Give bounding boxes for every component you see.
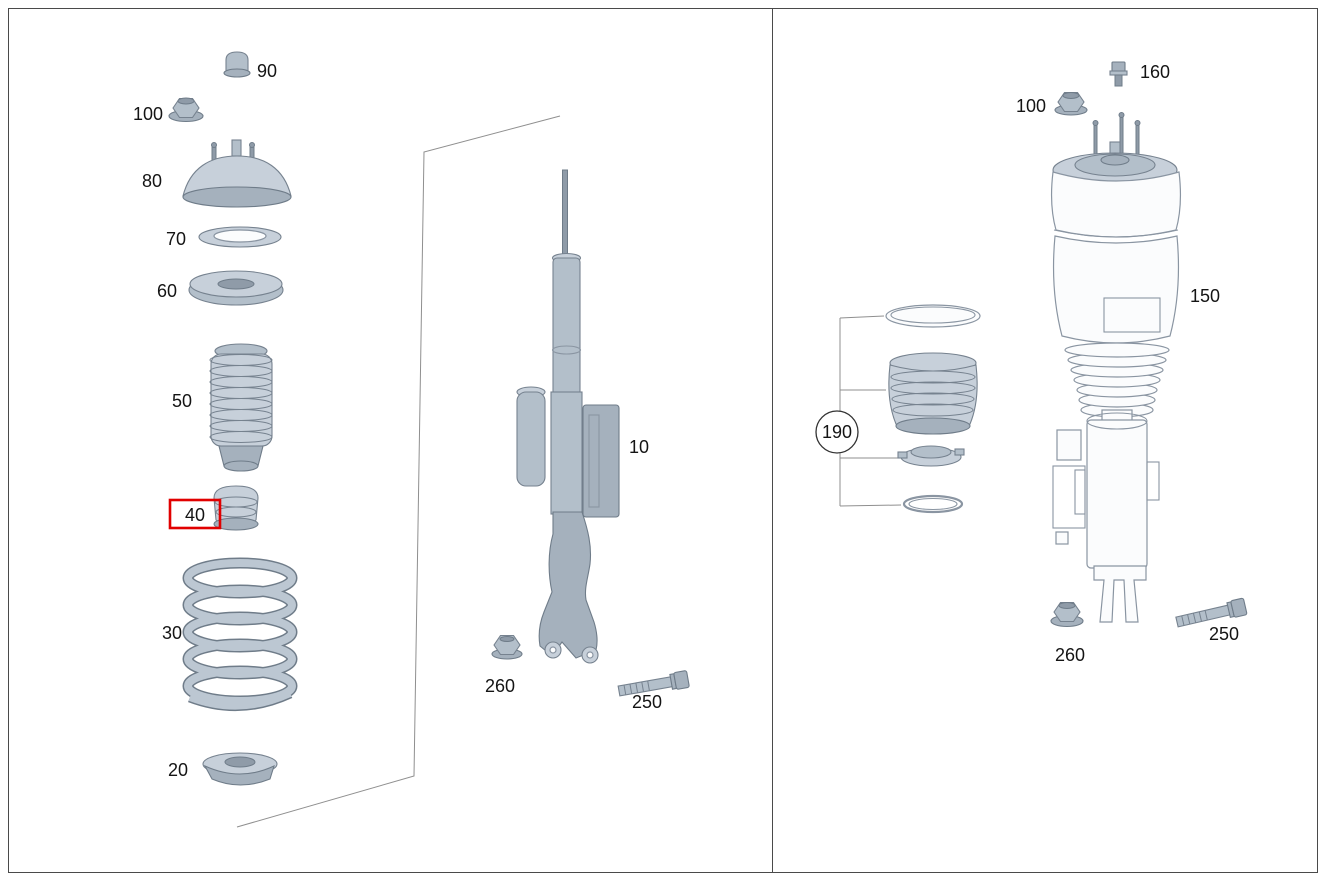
part-callout-90[interactable]: 90 <box>257 61 277 81</box>
part-250-left-bolt-drawing <box>617 670 690 697</box>
part-260-left-nut-drawing <box>491 634 523 660</box>
part-callout-150[interactable]: 150 <box>1190 286 1220 306</box>
page-border <box>8 8 1318 873</box>
part-callout-80[interactable]: 80 <box>142 171 162 191</box>
part-callout-70[interactable]: 70 <box>166 229 186 249</box>
part-10-shock-strut-drawing <box>516 169 620 664</box>
part-callout-60[interactable]: 60 <box>157 281 177 301</box>
part-callout-100-left[interactable]: 100 <box>133 104 163 124</box>
part-190-kit-drawing <box>839 304 981 514</box>
part-20-lower-spring-seat-drawing <box>202 752 278 786</box>
part-callout-160[interactable]: 160 <box>1140 62 1170 82</box>
part-50-dust-boot-drawing <box>209 343 273 472</box>
left-panel: 90 100 80 70 60 50 40 30 20 10 260 250 <box>133 51 690 828</box>
part-30-coil-spring-drawing <box>182 557 298 712</box>
part-160-bolt-drawing <box>1109 61 1128 87</box>
part-callout-50[interactable]: 50 <box>172 391 192 411</box>
part-100-flange-nut-drawing <box>168 97 204 123</box>
part-80-strut-mount-drawing <box>182 139 292 208</box>
part-callout-30[interactable]: 30 <box>162 623 182 643</box>
part-callout-250-right[interactable]: 250 <box>1209 624 1239 644</box>
part-callout-10[interactable]: 10 <box>629 437 649 457</box>
kit-o-ring-drawing <box>902 494 964 514</box>
part-callout-260-left[interactable]: 260 <box>485 676 515 696</box>
part-callout-190-circle[interactable]: 190 <box>815 410 859 454</box>
selected-part-highlight-box <box>168 498 222 530</box>
part-callout-190[interactable]: 190 <box>822 422 852 442</box>
part-90-cap-nut-drawing <box>223 51 251 78</box>
callout-circle-outline <box>815 410 859 454</box>
part-callout-100-right[interactable]: 100 <box>1016 96 1046 116</box>
part-100-right-nut-drawing <box>1054 91 1088 116</box>
part-150-air-strut-drawing <box>1050 112 1182 623</box>
part-70-washer-drawing <box>198 226 282 248</box>
part-60-spring-seat-drawing <box>188 270 284 306</box>
part-40-bump-stop-drawing <box>213 485 259 531</box>
part-250-right-bolt-drawing <box>1175 597 1248 628</box>
part-callout-40-selected[interactable]: 40 <box>185 505 205 525</box>
kit-seal-ring-drawing <box>885 304 981 328</box>
reference-frame-line <box>236 115 561 828</box>
part-260-right-nut-drawing <box>1050 601 1084 628</box>
part-callout-260-right[interactable]: 260 <box>1055 645 1085 665</box>
right-panel: 160 100 150 190 250 260 <box>815 61 1248 665</box>
part-callout-250-left[interactable]: 250 <box>632 692 662 712</box>
part-callout-20[interactable]: 20 <box>168 760 188 780</box>
